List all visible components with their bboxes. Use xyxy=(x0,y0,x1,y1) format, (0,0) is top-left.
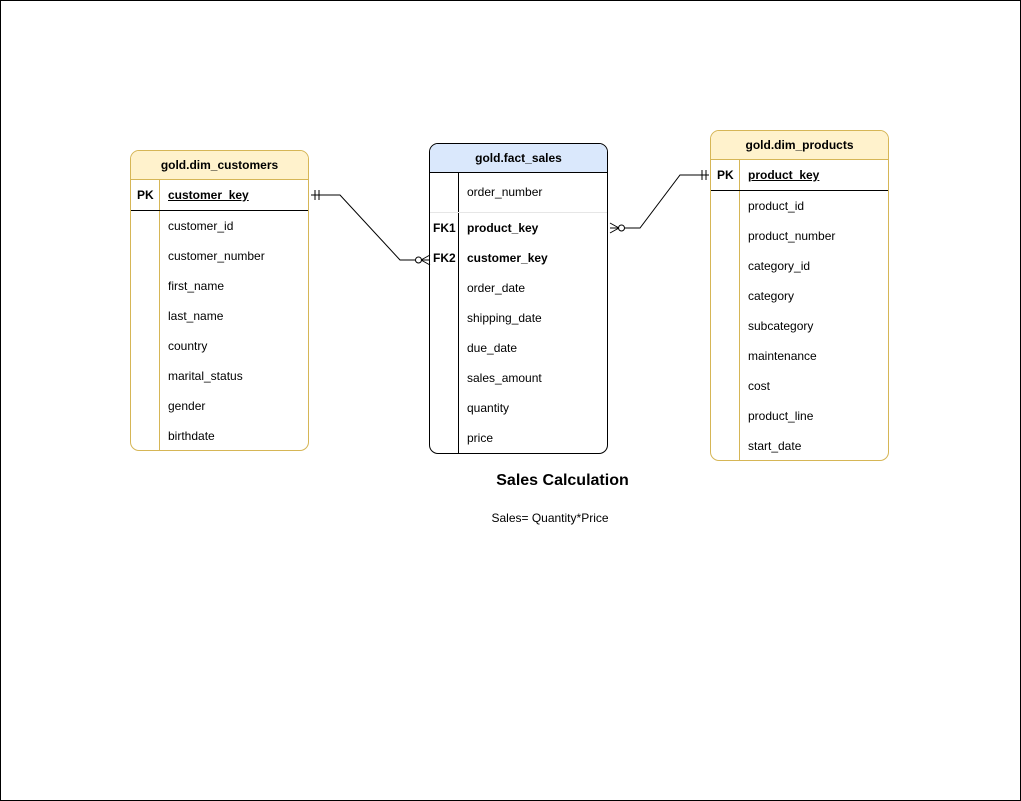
field-name: order_date xyxy=(467,281,526,295)
field-name: order_number xyxy=(467,185,543,199)
entity-row[interactable]: birthdate xyxy=(131,421,308,450)
field-name: category_id xyxy=(748,259,811,273)
field-name: shipping_date xyxy=(467,311,542,325)
entity-row-pk[interactable]: PK product_key xyxy=(711,160,888,191)
field-name: customer_id xyxy=(168,219,234,233)
caption-formula: Sales= Quantity*Price xyxy=(491,511,609,525)
caption-title: Sales Calculation xyxy=(496,472,629,489)
entity-row[interactable]: marital_status xyxy=(131,361,308,391)
field-name: start_date xyxy=(748,439,802,453)
field-name: product_number xyxy=(748,229,836,243)
field-name: last_name xyxy=(168,309,224,323)
field-name: quantity xyxy=(467,401,510,415)
field-name: category xyxy=(748,289,795,303)
entity-row[interactable]: shipping_date xyxy=(430,303,607,333)
entity-row[interactable]: quantity xyxy=(430,393,607,423)
key-label: PK xyxy=(131,180,160,210)
key-label: PK xyxy=(711,160,740,190)
entity-row[interactable]: start_date xyxy=(711,431,888,460)
entity-fact-sales[interactable]: gold.fact_sales order_number FK1 product… xyxy=(429,143,608,454)
field-name: price xyxy=(467,431,494,445)
entity-row[interactable]: product_id xyxy=(711,191,888,221)
entity-row[interactable]: country xyxy=(131,331,308,361)
field-name: gender xyxy=(168,399,206,413)
entity-row-fk1[interactable]: FK1 product_key xyxy=(430,213,607,243)
entity-row-pk[interactable]: PK customer_key xyxy=(131,180,308,211)
entity-row[interactable]: cost xyxy=(711,371,888,401)
entity-row[interactable]: subcategory xyxy=(711,311,888,341)
field-name: sales_amount xyxy=(467,371,542,385)
entity-row[interactable]: category_id xyxy=(711,251,888,281)
entity-row[interactable]: product_number xyxy=(711,221,888,251)
field-name: maintenance xyxy=(748,349,817,363)
key-label: FK1 xyxy=(430,213,459,243)
entity-row-fk2[interactable]: FK2 customer_key xyxy=(430,243,607,273)
entity-row[interactable]: first_name xyxy=(131,271,308,301)
field-name: cost xyxy=(748,379,771,393)
entity-row[interactable]: due_date xyxy=(430,333,607,363)
entity-dim-products[interactable]: gold.dim_products PK product_key product… xyxy=(710,130,889,461)
field-name: product_key xyxy=(748,168,820,182)
field-name: customer_number xyxy=(168,249,265,263)
field-name: product_line xyxy=(748,409,814,423)
entity-row[interactable]: gender xyxy=(131,391,308,421)
field-name: customer_key xyxy=(467,251,548,265)
entity-row[interactable]: customer_number xyxy=(131,241,308,271)
entity-row[interactable]: last_name xyxy=(131,301,308,331)
entity-row[interactable]: customer_id xyxy=(131,211,308,241)
entity-row[interactable]: product_line xyxy=(711,401,888,431)
entity-row[interactable]: category xyxy=(711,281,888,311)
field-name: country xyxy=(168,339,208,353)
entity-row[interactable]: price xyxy=(430,423,607,453)
entity-row[interactable]: order_date xyxy=(430,273,607,303)
entity-row[interactable]: maintenance xyxy=(711,341,888,371)
entity-row[interactable]: sales_amount xyxy=(430,363,607,393)
field-name: first_name xyxy=(168,279,225,293)
field-name: customer_key xyxy=(168,188,249,202)
field-name: product_id xyxy=(748,199,805,213)
key-label: FK2 xyxy=(430,243,459,273)
field-name: due_date xyxy=(467,341,518,355)
field-name: product_key xyxy=(467,221,539,235)
field-name: marital_status xyxy=(168,369,243,383)
field-name: birthdate xyxy=(168,429,215,443)
entity-title: gold.dim_products xyxy=(711,131,888,160)
entity-title: gold.dim_customers xyxy=(131,151,308,180)
field-name: subcategory xyxy=(748,319,814,333)
entity-dim-customers[interactable]: gold.dim_customers PK customer_key custo… xyxy=(130,150,309,451)
entity-title: gold.fact_sales xyxy=(430,144,607,173)
entity-row[interactable]: order_number xyxy=(430,173,607,213)
